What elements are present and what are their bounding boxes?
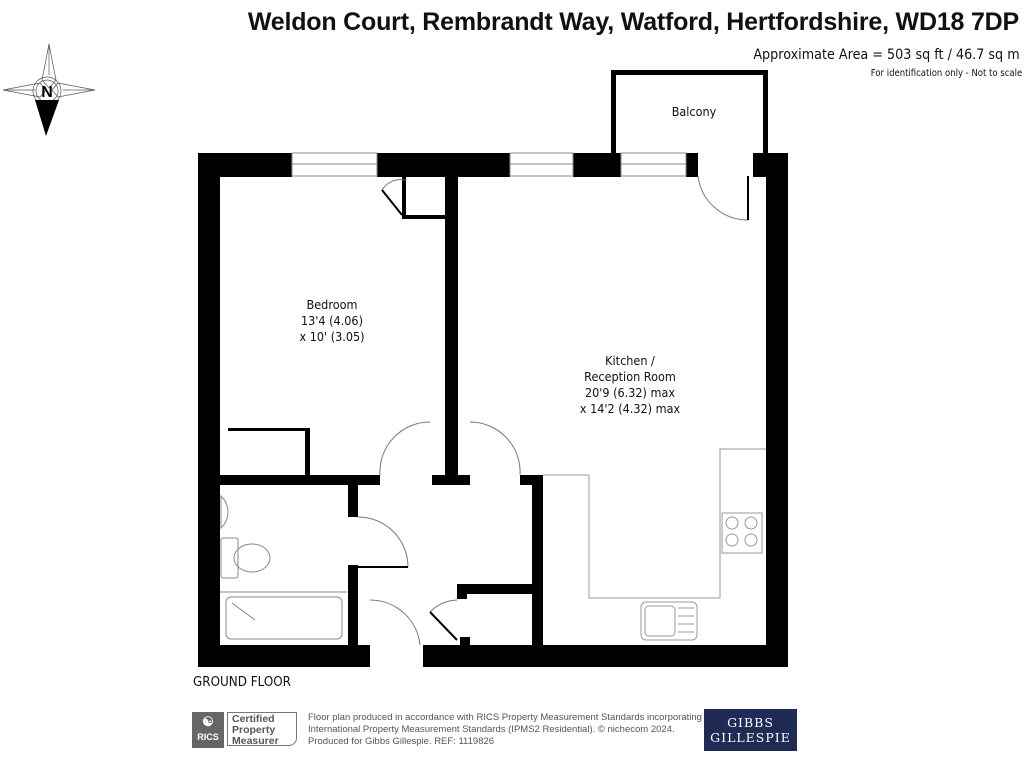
certified-property-measurer: Certified Property Measurer <box>227 712 297 747</box>
rics-logo: ☯ RICS <box>192 712 224 748</box>
property-address-title: Weldon Court, Rembrandt Way, Watford, He… <box>247 8 1019 36</box>
kitchen-name-2: Reception Room <box>584 369 676 384</box>
kitchen-name-1: Kitchen / <box>605 353 655 368</box>
gibbs-gillespie-logo: GIBBS GILLESPIE <box>704 709 797 751</box>
approximate-area: Approximate Area = 503 sq ft / 46.7 sq m <box>753 47 1020 63</box>
balcony-name: Balcony <box>671 104 717 119</box>
floor-plan <box>198 70 788 667</box>
bedroom-dimension-2: x 10' (3.05) <box>299 329 365 344</box>
floor-level-label: GROUND FLOOR <box>193 675 291 690</box>
room-label-bedroom: Bedroom 13'4 (4.06) x 10' (3.05) <box>278 297 386 345</box>
kitchen-dimension-2: x 14'2 (4.32) max <box>579 401 681 416</box>
rics-lion-icon: ☯ <box>202 714 214 729</box>
north-compass-icon: N <box>2 43 96 136</box>
bedroom-dimension-1: 13'4 (4.06) <box>301 313 363 328</box>
rics-badge: ☯ RICS Certified Property Measurer <box>192 712 299 748</box>
footer-disclaimer: Floor plan produced in accordance with R… <box>308 712 702 747</box>
scale-disclaimer: For identification only - Not to scale <box>870 68 1022 79</box>
room-label-balcony: Balcony <box>654 104 735 120</box>
room-label-kitchen: Kitchen / Reception Room 20'9 (6.32) max… <box>567 353 693 417</box>
kitchen-dimension-1: 20'9 (6.32) max <box>584 385 676 400</box>
svg-text:N: N <box>41 84 53 101</box>
bedroom-name: Bedroom <box>306 297 358 312</box>
